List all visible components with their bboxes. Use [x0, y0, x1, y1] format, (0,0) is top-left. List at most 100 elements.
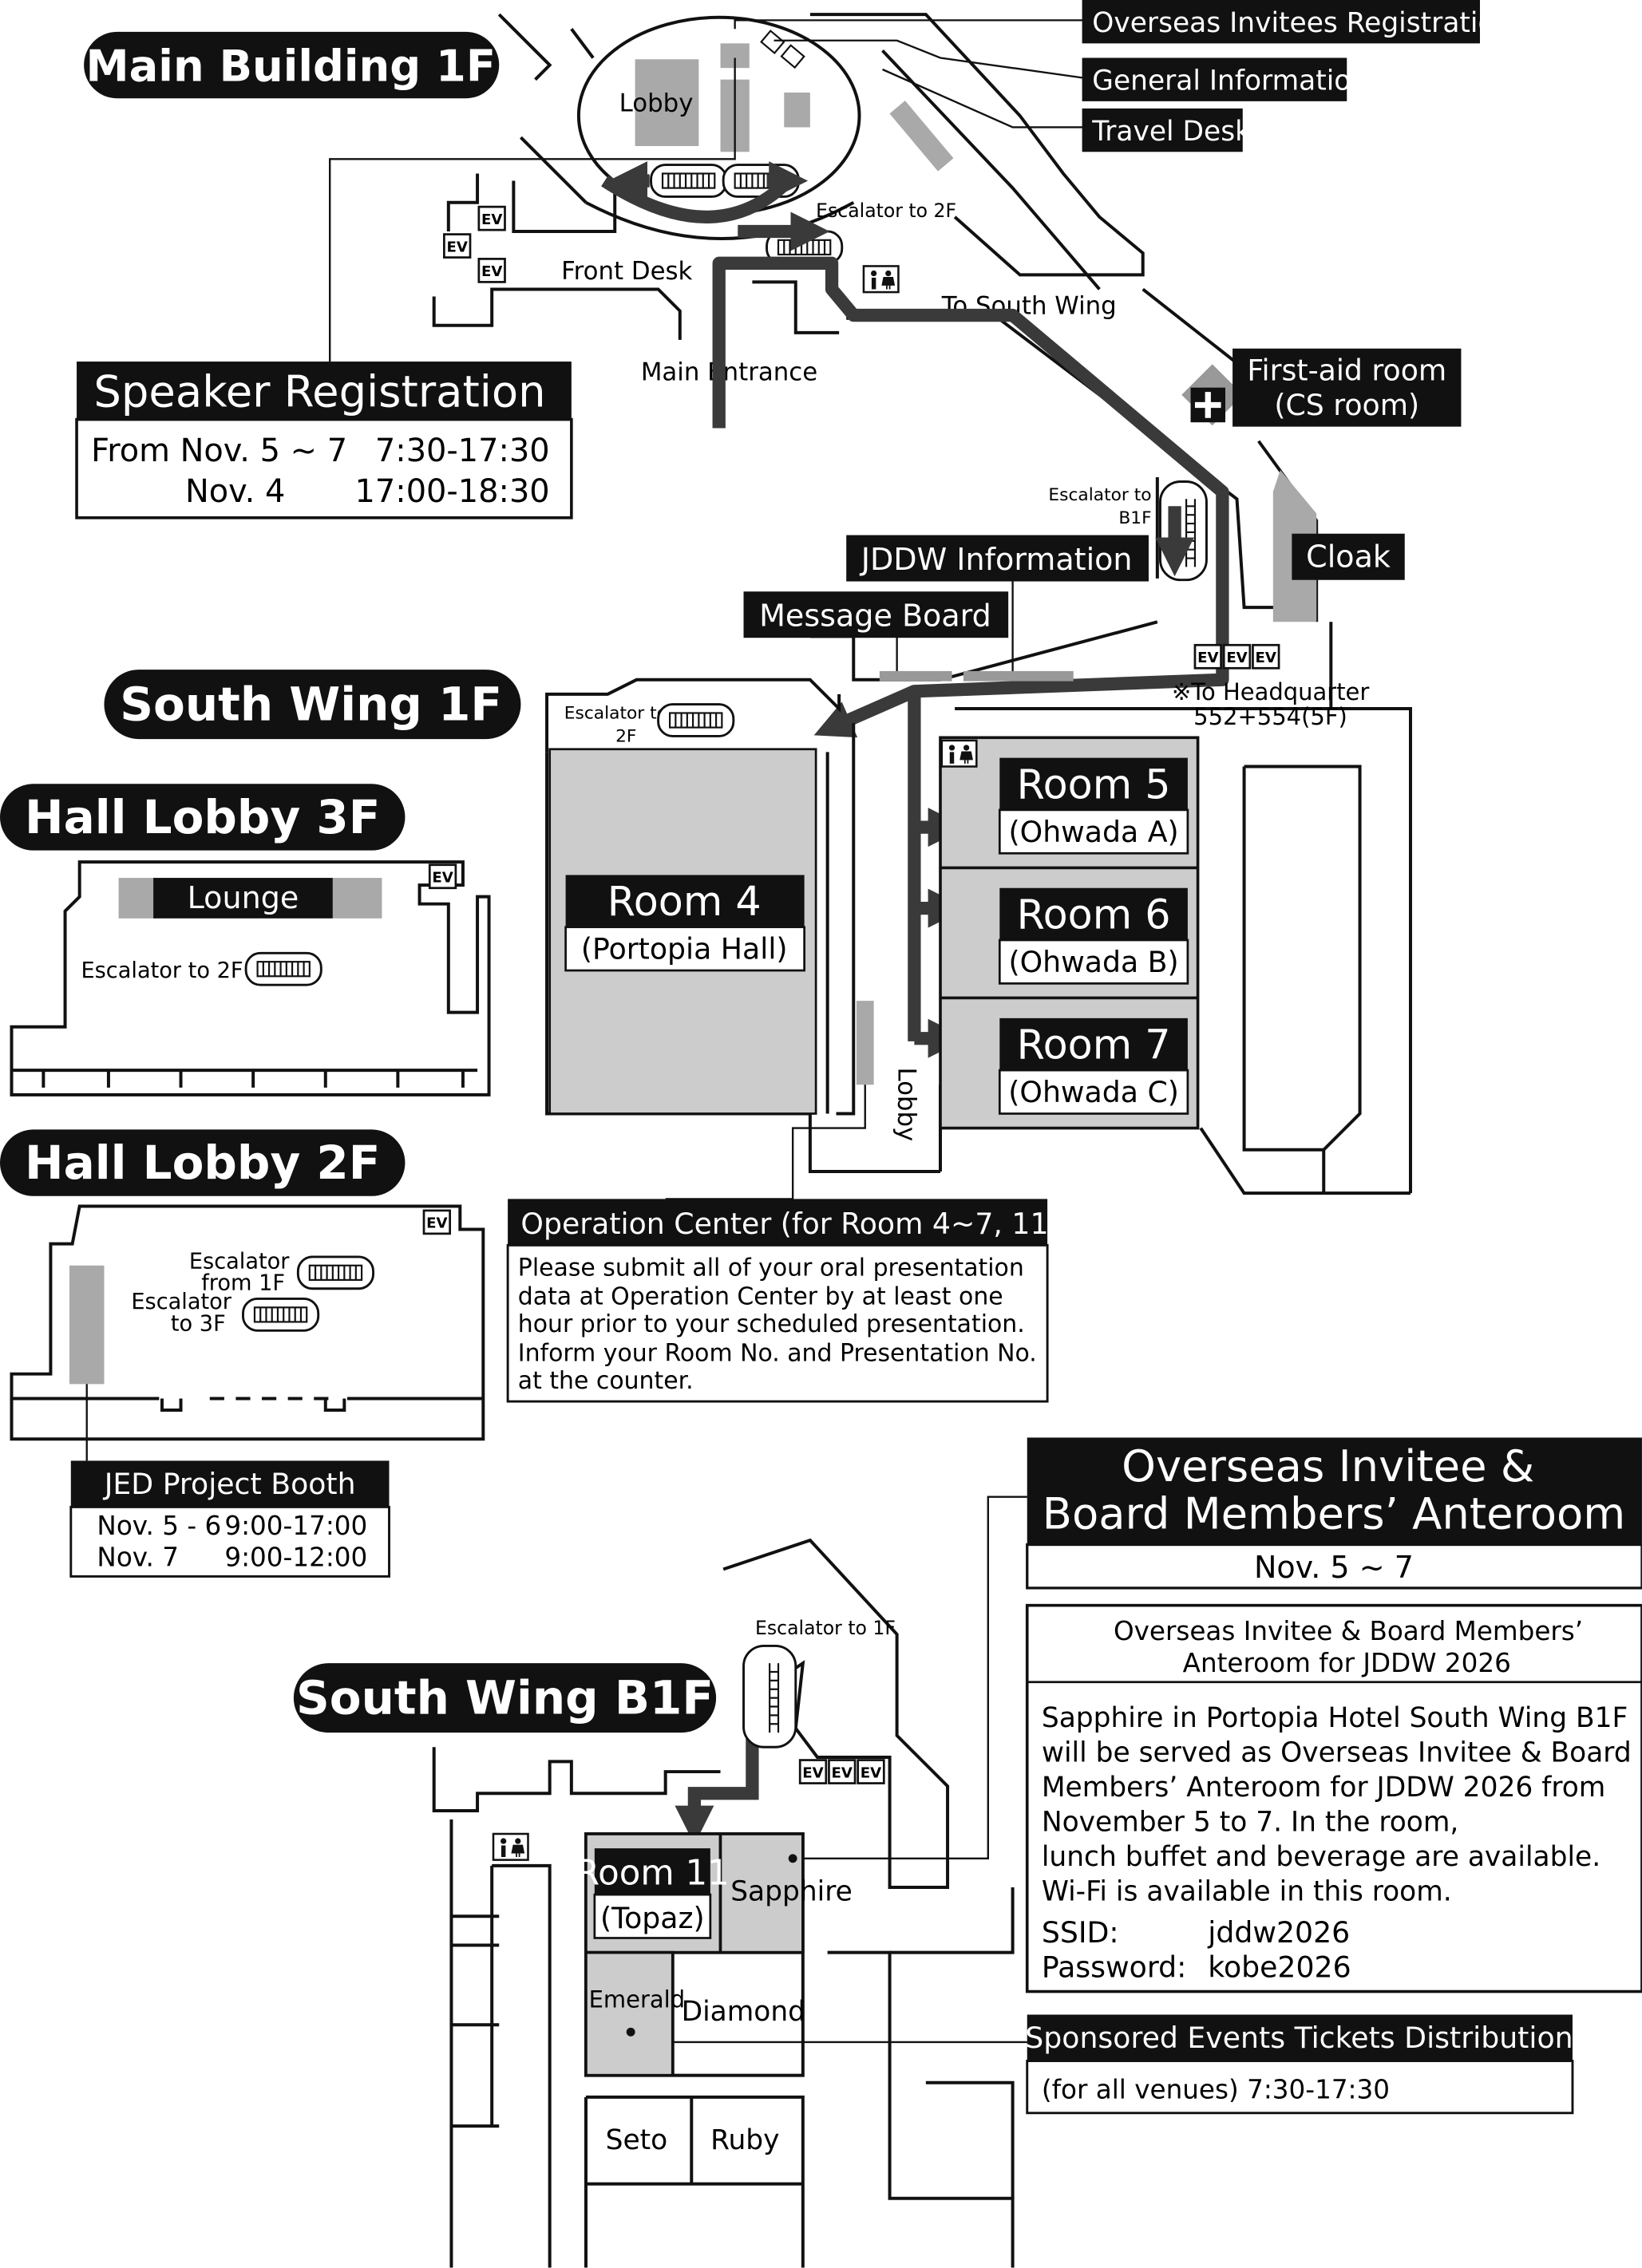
main-building-walls [432, 13, 1412, 1194]
ev-icon-1 [477, 205, 506, 231]
ev-icon-2f [422, 1209, 451, 1235]
svg-text:JDDW Information: JDDW Information [860, 542, 1133, 577]
svg-text:to 3F: to 3F [171, 1311, 226, 1336]
svg-text:will be served as Overseas Inv: will be served as Overseas Invitee & Boa… [1042, 1737, 1632, 1768]
svg-text:Room 7: Room 7 [1017, 1021, 1171, 1069]
restroom-icon-south-wing [940, 739, 978, 768]
room-11-label: Room 11 (Topaz) [576, 1848, 730, 1939]
svg-text:Password:: Password: [1042, 1950, 1186, 1984]
svg-text:Hall Lobby 2F: Hall Lobby 2F [25, 1136, 380, 1190]
room-6-label: Room 6 (Ohwada B) [998, 887, 1189, 985]
svg-text:data at Operation Center by at: data at Operation Center by at least one [518, 1283, 1003, 1311]
to-headquarter-line1: ※To Headquarter [1172, 678, 1369, 705]
svg-text:9:00-17:00: 9:00-17:00 [224, 1511, 367, 1541]
main-building-title-pill: Main Building 1F [84, 31, 500, 99]
main-escalator-left-icon [650, 164, 728, 198]
svg-text:Room 6: Room 6 [1017, 891, 1171, 938]
svg-text:Overseas Invitee & Board Membe: Overseas Invitee & Board Members’ [1114, 1616, 1583, 1646]
svg-text:at the counter.: at the counter. [518, 1367, 694, 1395]
sapphire-marker [788, 1854, 797, 1863]
message-board-bar [879, 670, 952, 682]
svg-text:November 5 to 7. In the room,: November 5 to 7. In the room, [1042, 1806, 1458, 1838]
svg-text:kobe2026: kobe2026 [1208, 1950, 1351, 1984]
svg-text:(Ohwada A): (Ohwada A) [1009, 815, 1179, 849]
lobby-feature-1 [635, 59, 699, 147]
svg-text:Nov. 7: Nov. 7 [97, 1543, 179, 1573]
ev-icon-hq-2 [1222, 643, 1252, 670]
ev-icon-3 [477, 258, 506, 283]
sponsored-events-box: Sponsored Events Tickets Distribution (f… [1025, 2014, 1574, 2115]
svg-text:Inform your Room No. and Prese: Inform your Room No. and Presentation No… [518, 1339, 1037, 1367]
main-entrance-label: Main Entrance [641, 358, 817, 387]
south-wing-lobby-label: Lobby [892, 1067, 920, 1141]
svg-text:(Ohwada B): (Ohwada B) [1009, 945, 1179, 979]
main-building-title: Main Building 1F [86, 41, 496, 91]
escalator-to-b1f: Escalator to B1F [1048, 480, 1208, 582]
lobby-feature-4 [784, 92, 810, 128]
general-information-callout: General Information [1082, 57, 1368, 101]
svg-text:Escalator: Escalator [131, 1290, 231, 1314]
svg-text:Room 11: Room 11 [576, 1853, 730, 1893]
speaker-reg-days-2: Nov. 4 [185, 473, 285, 510]
emerald-label: Emerald [589, 1985, 686, 2013]
ev-icon-hq-3 [1252, 643, 1280, 670]
hall-3f-escalator-label: Escalator to 2F [81, 958, 243, 983]
speaker-reg-days-1: From Nov. 5 ~ 7 [91, 433, 347, 469]
lounge-gray-right [332, 878, 382, 919]
to-headquarter-line2: 552+554(5F) [1193, 703, 1347, 730]
jddw-information-callout: JDDW Information [846, 535, 1149, 582]
svg-text:(Ohwada C): (Ohwada C) [1008, 1075, 1179, 1109]
lobby-strip [856, 1001, 874, 1085]
svg-text:Lounge: Lounge [188, 880, 299, 915]
svg-text:9:00-12:00: 9:00-12:00 [224, 1543, 367, 1573]
ev-icon-3f [428, 863, 457, 890]
travel-desk-callout: Travel Desk [1082, 108, 1251, 152]
jed-booth-box: JED Project Booth Nov. 5 - 6 9:00-17:00 … [69, 1460, 390, 1578]
svg-text:Hall Lobby 3F: Hall Lobby 3F [25, 790, 380, 844]
svg-text:Sponsored Events Tickets Distr: Sponsored Events Tickets Distribution [1025, 2021, 1573, 2055]
svg-text:Travel Desk: Travel Desk [1091, 116, 1251, 148]
sapphire-area [718, 1832, 805, 1954]
anteroom-info-box: Overseas Invitee & Board Members’ Antero… [1025, 1603, 1642, 1993]
svg-text:hour prior to your scheduled p: hour prior to your scheduled presentatio… [518, 1310, 1025, 1338]
svg-text:JED Project Booth: JED Project Booth [103, 1467, 356, 1501]
restroom-icon-b1f [492, 1832, 529, 1861]
svg-text:SSID:: SSID: [1042, 1915, 1119, 1950]
svg-text:Board Members’ Anteroom: Board Members’ Anteroom [1043, 1489, 1626, 1539]
svg-text:Escalator to: Escalator to [1048, 485, 1151, 505]
svg-text:Overseas Invitee &: Overseas Invitee & [1122, 1441, 1534, 1492]
cloak-callout: Cloak [1292, 533, 1405, 580]
svg-text:Anteroom for JDDW 2026: Anteroom for JDDW 2026 [1183, 1648, 1511, 1678]
speaker-reg-hours-2: 17:00-18:30 [355, 473, 550, 510]
hall-2f-escalator-to-3f-icon [242, 1297, 320, 1332]
operation-center-box: Operation Center (for Room 4~7, 11) Plea… [506, 1199, 1060, 1403]
svg-text:2F: 2F [615, 727, 636, 747]
svg-text:Members’ Anteroom for JDDW 202: Members’ Anteroom for JDDW 2026 from [1042, 1772, 1606, 1804]
svg-text:B1F: B1F [1118, 508, 1151, 528]
svg-text:Overseas Invitees Registration: Overseas Invitees Registration [1092, 7, 1512, 39]
speaker-registration-box: Speaker Registration From Nov. 5 ~ 7 7:3… [75, 362, 573, 520]
svg-text:Operation Center (for Room 4~7: Operation Center (for Room 4~7, 11) [520, 1207, 1059, 1241]
svg-text:Wi-Fi is available in this roo: Wi-Fi is available in this room. [1042, 1875, 1452, 1907]
svg-text:Escalator to: Escalator to [564, 704, 667, 724]
travel-desk-counter [889, 101, 954, 172]
front-desk-label: Front Desk [561, 257, 692, 286]
svg-text:General Information: General Information [1092, 65, 1368, 97]
sapphire-label: Sapphire [730, 1875, 853, 1907]
svg-text:Escalator: Escalator [189, 1249, 290, 1274]
svg-text:Room 4: Room 4 [607, 878, 762, 925]
jed-booth-area [69, 1265, 105, 1385]
first-aid-callout: First-aid room (CS room) [1181, 348, 1462, 427]
south-wing-1f-title-pill: South Wing 1F [104, 670, 521, 740]
message-board-callout: Message Board [743, 591, 1009, 638]
room-4-label: Room 4 (Portopia Hall) [564, 875, 805, 972]
b1f-escalator: Escalator to 1F [742, 1617, 896, 1748]
svg-text:from 1F: from 1F [201, 1271, 285, 1296]
diamond-label: Diamond [682, 1996, 805, 2028]
hall-lobby-2f-title-pill: Hall Lobby 2F [0, 1129, 406, 1196]
svg-text:Cloak: Cloak [1306, 539, 1391, 574]
svg-text:Message Board: Message Board [759, 599, 991, 634]
svg-text:Nov. 5 ~ 7: Nov. 5 ~ 7 [1254, 1550, 1414, 1585]
